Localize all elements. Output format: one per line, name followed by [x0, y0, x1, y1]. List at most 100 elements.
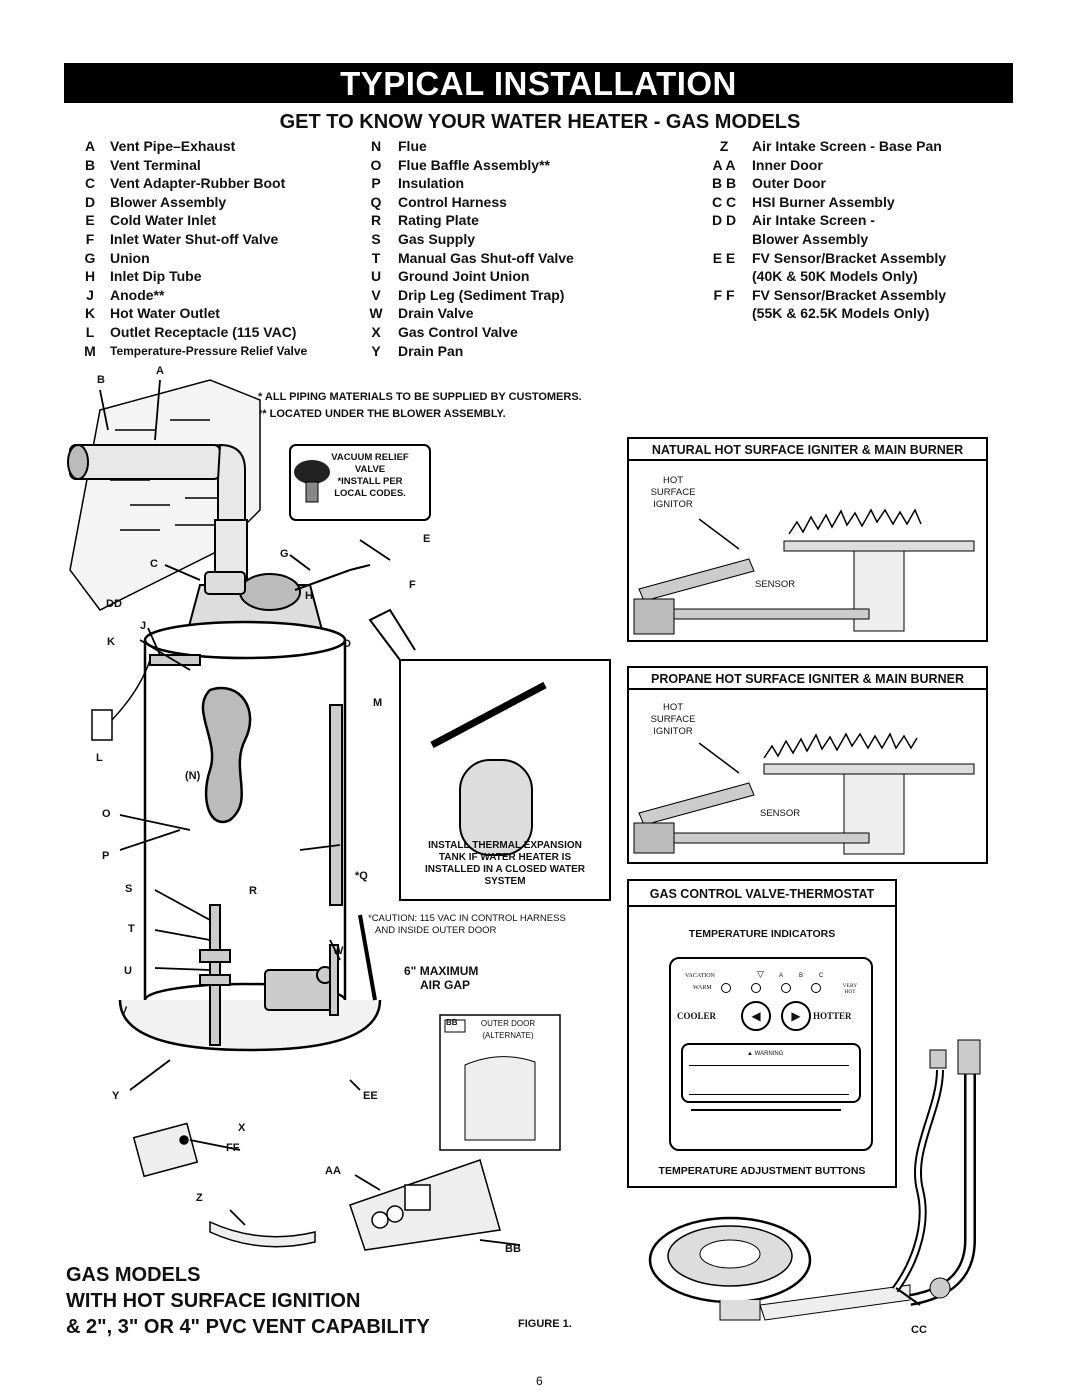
callout-h: H [305, 590, 313, 602]
indicator-light [721, 983, 731, 993]
propane-sensor-label: SENSOR [760, 808, 801, 819]
callout-f: F [409, 579, 416, 591]
callout-g: G [280, 548, 289, 560]
section-subtitle: GET TO KNOW YOUR WATER HEATER - GAS MODE… [279, 111, 801, 133]
callout-t: T [128, 923, 135, 935]
callout-u: U [124, 965, 132, 977]
legend-row: Blower Assembly [752, 230, 869, 247]
propane-igniter-label: HOT SURFACE IGNITOR [650, 702, 696, 737]
vacuum-relief-box [289, 444, 431, 521]
gas-control-box: GAS CONTROL VALVE-THERMOSTAT TEMPERATURE… [627, 879, 897, 1188]
indicator-light [811, 983, 821, 993]
callout-o: O [102, 808, 111, 820]
hsi-burner-assembly [648, 1039, 981, 1321]
callout-n: (N) [185, 770, 201, 782]
air-intake-screen [209, 1220, 316, 1248]
natural-burner-drawing [633, 508, 975, 635]
outer-door-tag: BB [446, 1018, 458, 1027]
gas-control-title: GAS CONTROL VALVE-THERMOSTAT [649, 887, 875, 901]
note-blower: ** LOCATED UNDER THE BLOWER ASSEMBLY. [258, 408, 506, 420]
natural-burner-box: NATURAL HOT SURFACE IGNITER & MAIN BURNE… [627, 437, 988, 642]
callout-dd: DD [106, 598, 122, 610]
callout-b: B [97, 374, 105, 386]
figure-label: FIGURE 1. [518, 1318, 572, 1330]
inner-door [349, 1159, 501, 1251]
hotter-button[interactable]: ▶ [781, 1001, 811, 1031]
callout-s: S [125, 883, 133, 895]
callout-r: R [249, 885, 257, 897]
callout-bb: BB [505, 1243, 521, 1255]
vent-pipe [67, 443, 248, 581]
page-title: TYPICAL INSTALLATION [64, 63, 1013, 103]
callout-a: A [156, 365, 164, 377]
propane-burner-box: PROPANE HOT SURFACE IGNITER & MAIN BURNE… [627, 666, 988, 864]
indicator-light [751, 983, 761, 993]
cooler-button[interactable]: ◀ [741, 1001, 771, 1031]
expansion-tank-label: INSTALL THERMAL EXPANSION TANK IF WATER … [425, 840, 585, 887]
callout-ff: FF [226, 1142, 240, 1154]
temperature-indicators-label: TEMPERATURE INDICATORS [688, 928, 836, 940]
cooler-label: COOLER [677, 1011, 717, 1021]
callout-y: Y [112, 1090, 120, 1102]
fv-sensor-bracket [132, 1122, 199, 1178]
thermostat-face: VACATION WARM ▽ A B C VERY HOT COOLER ◀ … [669, 957, 873, 1151]
outer-door-alternate-box [439, 1014, 561, 1151]
air-gap-label: 6" MAXIMUM AIR GAP [404, 964, 479, 992]
triangle-left-icon: ◀ [751, 1009, 761, 1023]
callout-aa: AA [325, 1165, 341, 1177]
temperature-adjustment-label: TEMPERATURE ADJUSTMENT BUTTONS [658, 1165, 866, 1177]
gas-supply-line [199, 904, 339, 1046]
callout-m: M [373, 697, 383, 709]
natural-igniter-label: HOT SURFACE IGNITOR [650, 475, 696, 510]
callout-arrows [99, 379, 521, 1246]
callout-e: E [423, 533, 431, 545]
legend-row: (55K & 62.5K Models Only) [752, 305, 930, 322]
thermostat-warning-panel: ▲ WARNING [681, 1043, 861, 1103]
callout-v: V [120, 1005, 128, 1017]
callout-cc: CC [911, 1324, 927, 1336]
triangle-right-icon: ▶ [791, 1009, 801, 1023]
natural-burner-title: NATURAL HOT SURFACE IGNITER & MAIN BURNE… [651, 443, 964, 457]
caution-line-2: AND INSIDE OUTER DOOR [375, 925, 497, 936]
blower-assembly [186, 571, 324, 631]
callout-k: K [107, 636, 115, 648]
callout-w: W [333, 945, 344, 957]
callout-d: D [343, 638, 351, 650]
legend-row: (40K & 50K Models Only) [752, 268, 918, 285]
callout-p: P [102, 850, 110, 862]
propane-burner-title: PROPANE HOT SURFACE IGNITER & MAIN BURNE… [651, 672, 964, 686]
indicator-light [781, 983, 791, 993]
propane-burner-drawing [633, 732, 975, 855]
callout-ee: EE [363, 1090, 378, 1102]
page-number: 6 [536, 1374, 543, 1388]
bottom-title: GAS MODELS WITH HOT SURFACE IGNITION & 2… [66, 1264, 430, 1338]
callout-q: *Q [355, 870, 368, 882]
note-piping: * ALL PIPING MATERIALS TO BE SUPPLIED BY… [258, 391, 582, 403]
hotter-label: HOTTER [813, 1011, 852, 1021]
